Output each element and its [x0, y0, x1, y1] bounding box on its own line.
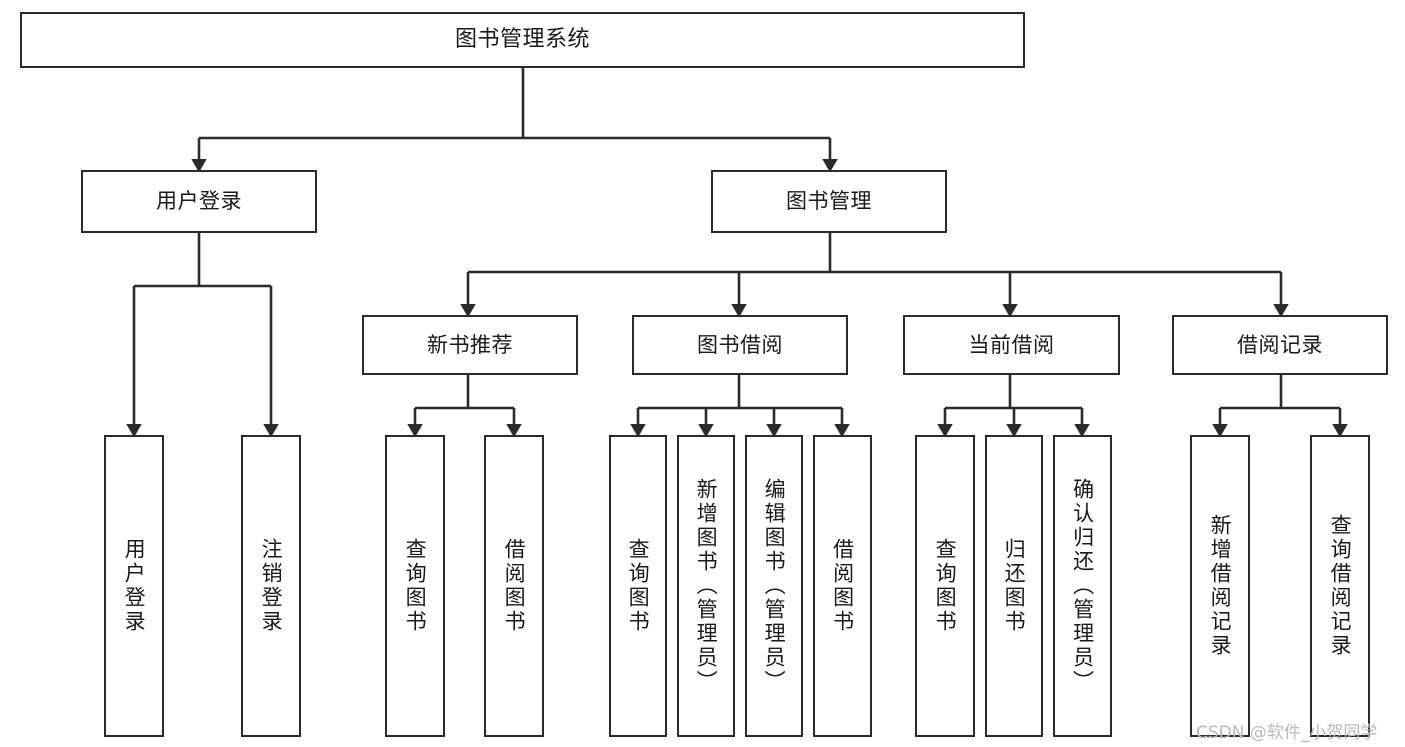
leaf-add-borrow-record[interactable]: 新增借阅记录 [1190, 435, 1250, 737]
leaf-edit-book-admin[interactable]: 编辑图书（管理员） [745, 435, 803, 737]
node-root-book-management-system[interactable]: 图书管理系统 [20, 12, 1025, 68]
node-label: 新增借阅记录 [1208, 514, 1233, 658]
leaf-query-book-recommend[interactable]: 查询图书 [385, 435, 445, 737]
leaf-add-book-admin[interactable]: 新增图书（管理员） [677, 435, 735, 737]
leaf-user-login[interactable]: 用户登录 [104, 435, 164, 737]
node-label: 图书借阅 [697, 332, 783, 357]
node-new-book-recommend[interactable]: 新书推荐 [362, 315, 578, 375]
node-label: 新增图书（管理员） [694, 478, 719, 694]
leaf-query-book-borrow[interactable]: 查询图书 [609, 435, 667, 737]
node-label: 用户登录 [156, 189, 242, 214]
node-label: 确认归还（管理员） [1070, 478, 1095, 694]
node-label: 用户登录 [122, 538, 147, 634]
leaf-return-book[interactable]: 归还图书 [985, 435, 1043, 737]
node-label: 图书管理系统 [454, 27, 590, 53]
node-user-login[interactable]: 用户登录 [81, 170, 317, 233]
node-label: 借阅图书 [830, 538, 855, 634]
node-label: 当前借阅 [968, 332, 1055, 357]
node-label: 编辑图书（管理员） [762, 478, 787, 694]
node-label: 图书管理 [786, 189, 872, 214]
leaf-borrow-book-recommend[interactable]: 借阅图书 [484, 435, 544, 737]
leaf-confirm-return-admin[interactable]: 确认归还（管理员） [1053, 435, 1112, 737]
leaf-query-borrow-record[interactable]: 查询借阅记录 [1310, 435, 1370, 737]
node-label: 查询图书 [403, 538, 428, 634]
leaf-borrow-book[interactable]: 借阅图书 [813, 435, 872, 737]
leaf-query-book-current[interactable]: 查询图书 [915, 435, 975, 737]
node-label: 新书推荐 [427, 332, 513, 357]
node-label: 查询借阅记录 [1328, 514, 1353, 658]
csdn-watermark: CSDN @软件_小贺同学 [1196, 723, 1378, 743]
node-label: 查询图书 [933, 538, 958, 634]
node-book-borrow[interactable]: 图书借阅 [632, 315, 848, 375]
node-label: 归还图书 [1002, 538, 1027, 634]
node-label: 查询图书 [626, 538, 651, 634]
node-label: 借阅记录 [1237, 332, 1323, 357]
node-current-borrow[interactable]: 当前借阅 [903, 315, 1120, 375]
node-label: 注销登录 [259, 538, 284, 634]
leaf-logout[interactable]: 注销登录 [241, 435, 301, 737]
node-label: 借阅图书 [502, 538, 527, 634]
node-borrow-record[interactable]: 借阅记录 [1172, 315, 1388, 375]
node-book-management[interactable]: 图书管理 [711, 170, 947, 233]
